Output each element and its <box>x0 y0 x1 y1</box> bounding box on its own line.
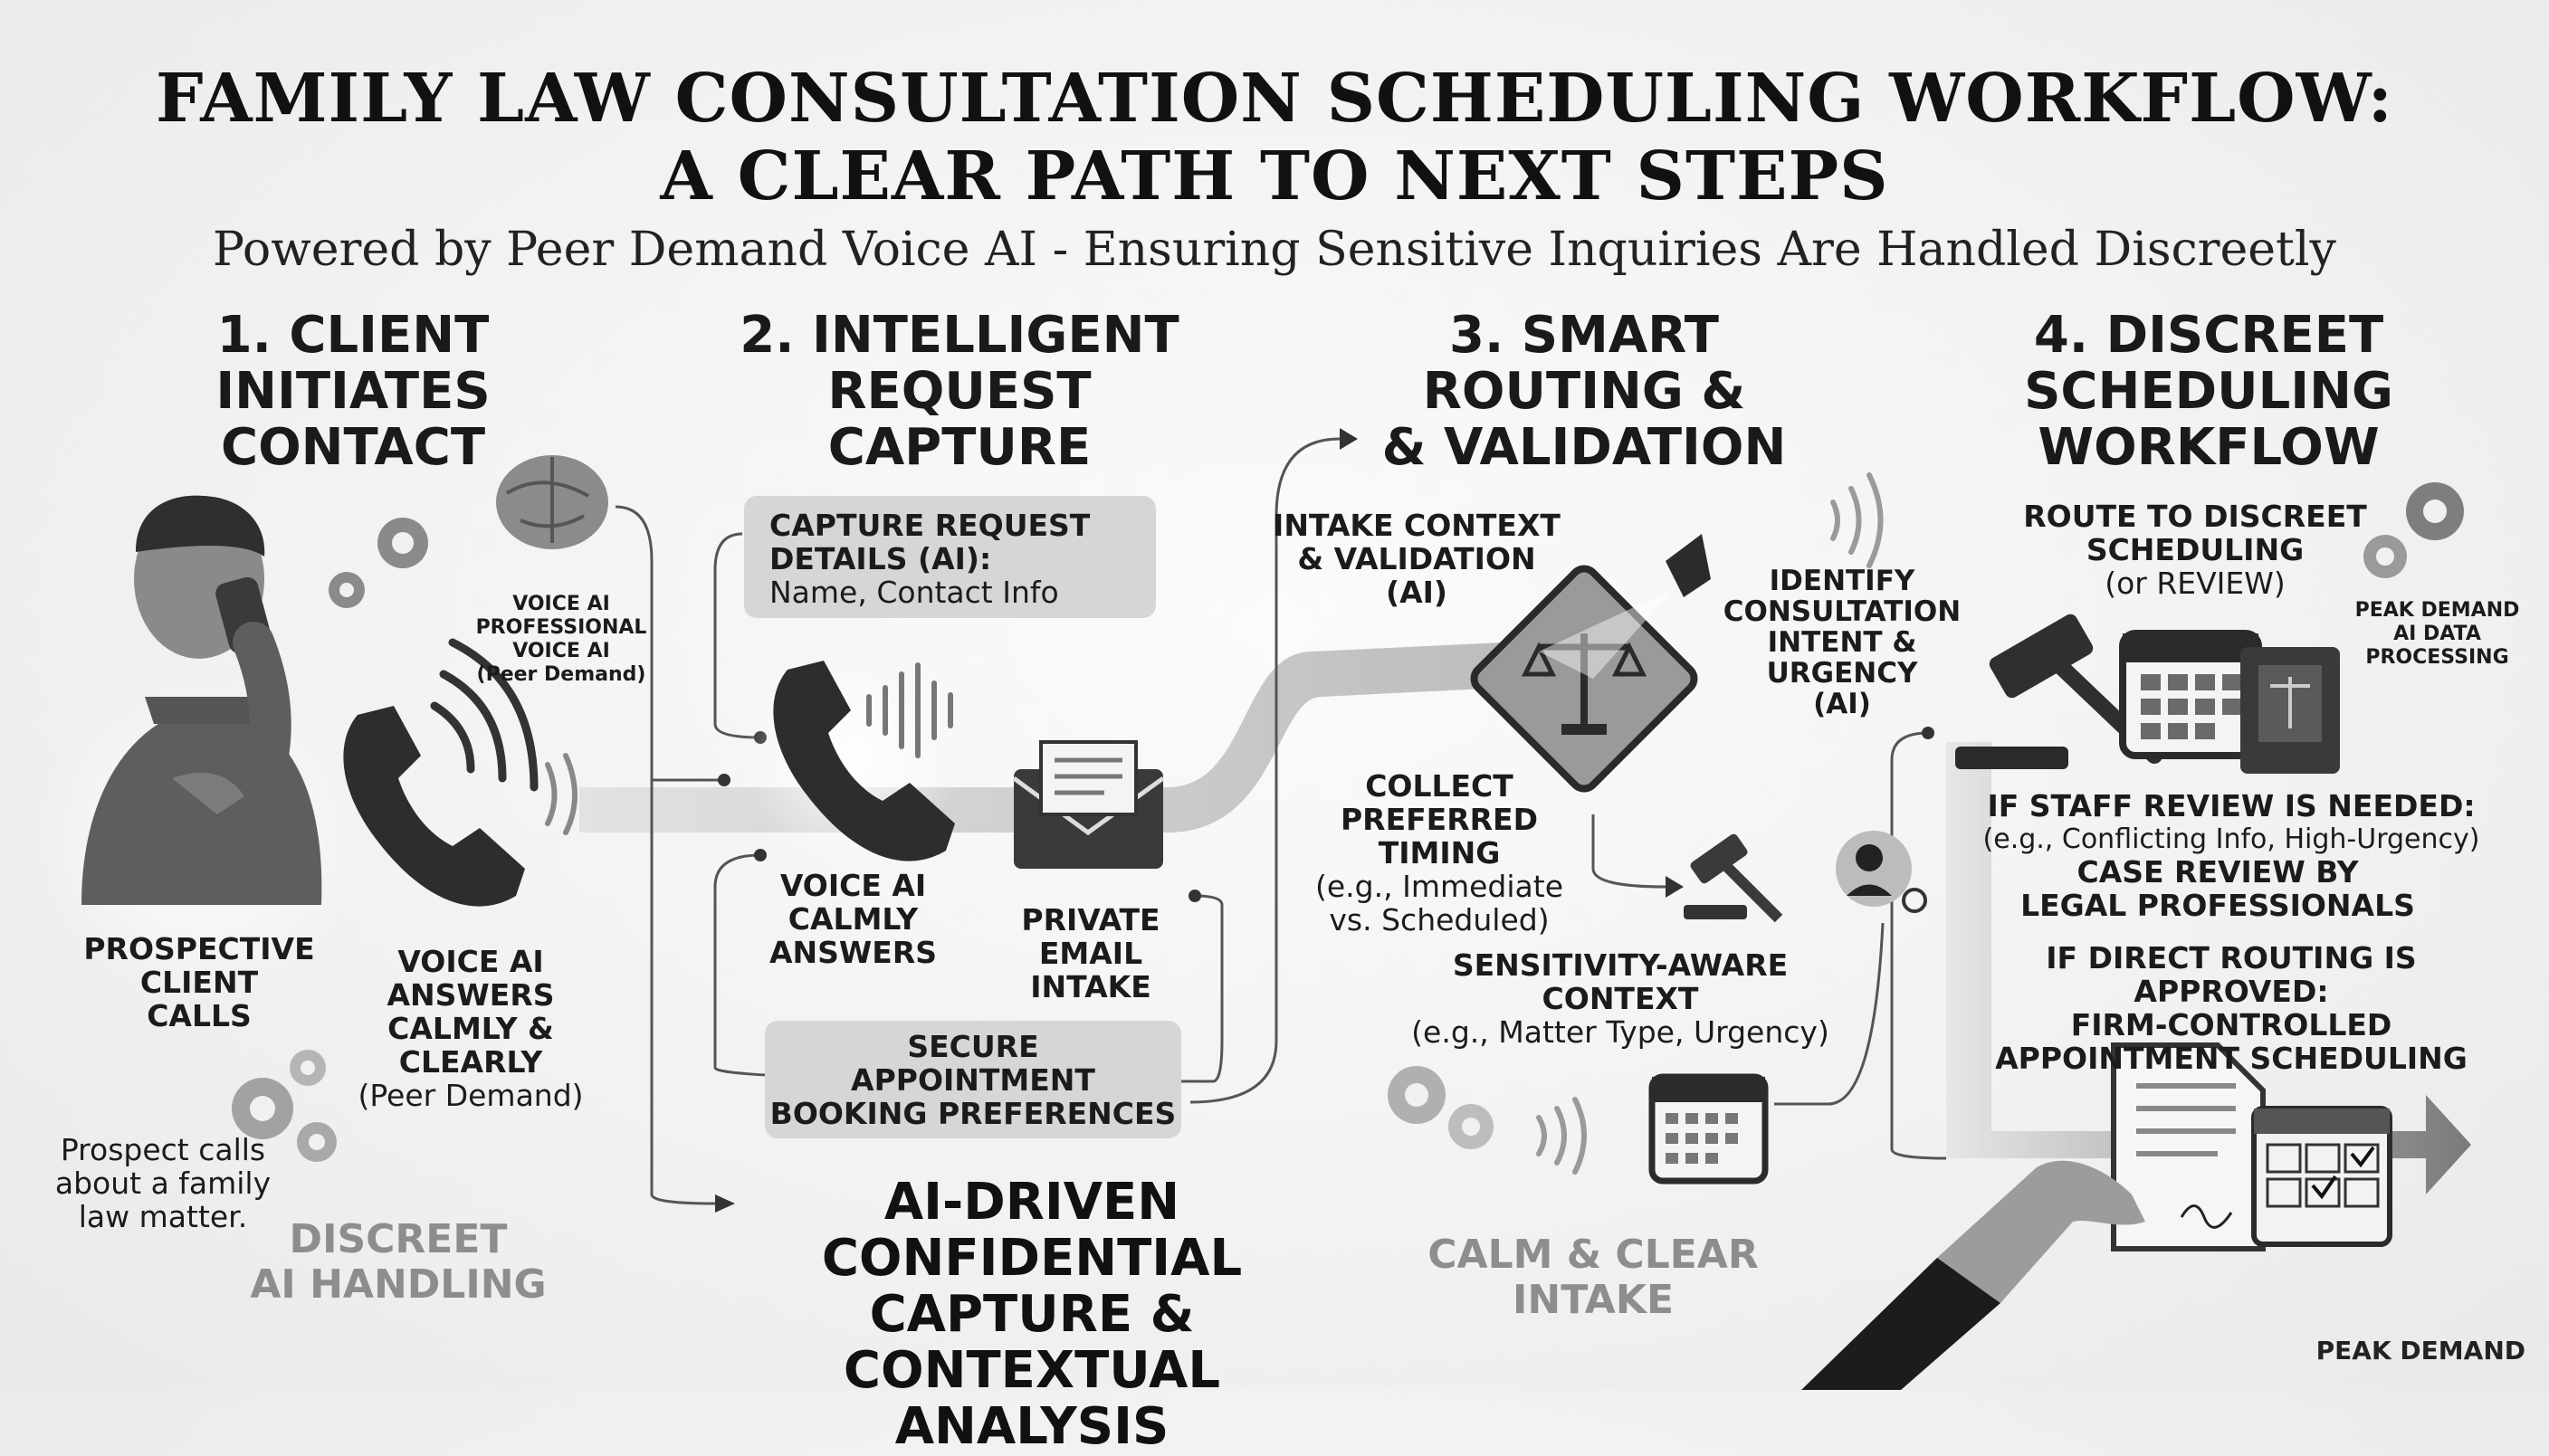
direct-routing-condition: IF DIRECT ROUTING IS APPROVED: FIRM-CONT… <box>1995 940 2468 1076</box>
spotlight-lamp-icon <box>1539 534 1711 679</box>
agent-avatar-icon <box>1836 831 1927 913</box>
scheduling-calendar-icon <box>2119 630 2262 759</box>
calendar-icon <box>1648 1073 1769 1185</box>
page-title-line2: A CLEAR PATH TO NEXT STEPS <box>660 138 1889 215</box>
brain-icon <box>496 455 608 549</box>
law-book-icon <box>2240 647 2340 774</box>
envelope-icon <box>1012 740 1165 869</box>
brand-logo-text: PEAK DEMAND <box>2315 1336 2525 1366</box>
page-title-line1: FAMILY LAW CONSULTATION SCHEDULING WORKF… <box>156 60 2393 138</box>
gear-icons <box>232 482 2464 1162</box>
small-gavel-icon <box>1684 833 1783 923</box>
staff-review-condition: IF STAFF REVIEW IS NEEDED: (e.g., Confli… <box>1982 788 2480 855</box>
phone-handset-icon <box>343 706 525 907</box>
justice-scales-diamond-icon <box>1470 565 1698 793</box>
document-hand-illustration <box>1801 1042 2392 1390</box>
phone-handset-icon-2 <box>742 652 959 869</box>
signal-waves-icons <box>1536 472 1884 1175</box>
audio-waveform-icon <box>866 662 953 758</box>
flow-band <box>579 642 2471 1194</box>
sound-waves-icon <box>430 638 578 835</box>
intake-context-validation-label: INTAKE CONTEXT& VALIDATION(AI) <box>1273 508 1561 610</box>
workflow-illustration <box>36 428 2471 1390</box>
caller-person-illustration <box>36 495 362 1004</box>
page-subtitle: Powered by Peer Demand Voice AI - Ensuri… <box>213 223 2336 277</box>
